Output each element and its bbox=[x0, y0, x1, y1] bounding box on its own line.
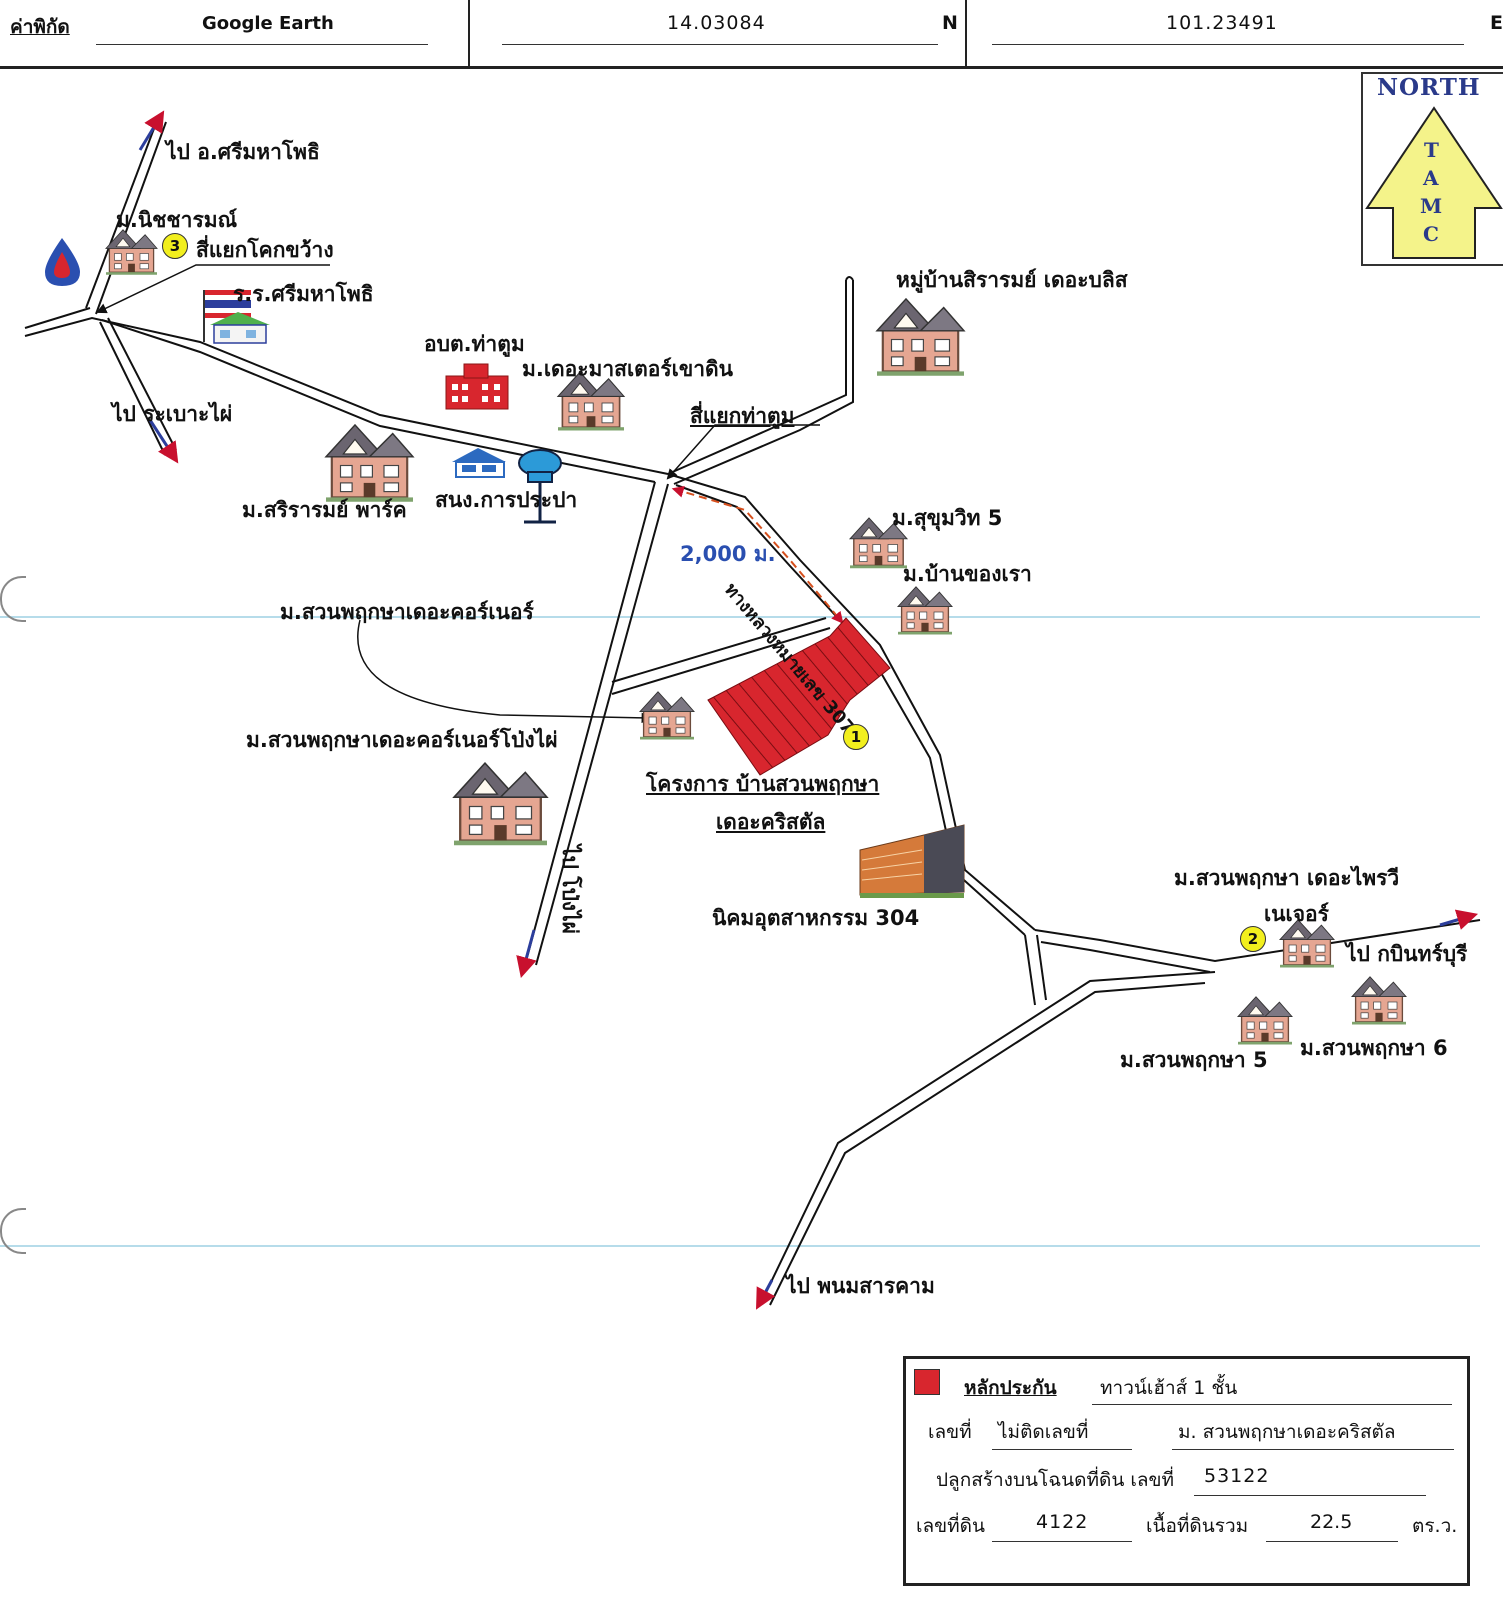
deed-value: 53122 bbox=[1204, 1465, 1270, 1487]
label-the-corner-pong-phai: ม.สวนพฤกษาเดอะคอร์เนอร์โป่งไผ่ bbox=[246, 728, 558, 752]
form-line bbox=[992, 1541, 1132, 1542]
north-arrow-icon bbox=[1365, 106, 1503, 259]
land-no-label: เลขที่ดิน bbox=[916, 1515, 985, 1537]
coord-source: Google Earth bbox=[202, 13, 334, 34]
latitude-direction: N bbox=[942, 12, 958, 34]
school-icon bbox=[203, 290, 270, 344]
area-unit: ตร.ว. bbox=[1412, 1515, 1458, 1537]
label-to-srimahaphot: ไป อ.ศรีมหาโพธิ bbox=[166, 140, 320, 164]
longitude-underline bbox=[992, 44, 1464, 45]
water-office-icon bbox=[452, 448, 506, 478]
house-icon bbox=[897, 586, 953, 636]
label-industrial-estate: นิคมอุตสาหกรรม 304 bbox=[712, 906, 920, 930]
latitude-value: 14.03084 bbox=[667, 12, 766, 34]
collateral-label: หลักประกัน bbox=[964, 1377, 1057, 1399]
marker-1: 1 bbox=[843, 724, 869, 750]
latitude-underline bbox=[502, 44, 938, 45]
house-icon bbox=[875, 297, 966, 377]
label-to-pong-phai: ไป โป่งไผ่ bbox=[558, 845, 582, 934]
coordinate-header: ค่าพิกัด Google Earth 14.03084 N 101.234… bbox=[0, 0, 1503, 69]
north-arrow-box: NORTH T A M C bbox=[1361, 72, 1503, 266]
north-letter: M bbox=[1420, 194, 1443, 218]
deed-label: ปลูกสร้างบนโฉนดที่ดิน เลขที่ bbox=[936, 1469, 1175, 1491]
header-divider bbox=[468, 0, 470, 66]
north-letter: A bbox=[1423, 166, 1439, 190]
scan-line bbox=[0, 1245, 1480, 1247]
label-to-phanom-sarakham: ไป พนมสารคาม bbox=[786, 1274, 935, 1298]
sao-building-icon bbox=[445, 363, 509, 410]
source-underline bbox=[96, 44, 428, 45]
label-sao-tha-tum: อบต.ท่าตูม bbox=[424, 332, 525, 356]
house-no-value: ไม่ติดเลขที่ bbox=[998, 1421, 1089, 1443]
label-nitcharom: ม.นิชชารมณ์ bbox=[116, 208, 238, 232]
label-kok-khwang-junction: สี่แยกโคกขว้าง bbox=[196, 238, 334, 262]
label-the-master: ม.เดอะมาสเตอร์เขาดิน bbox=[522, 357, 734, 381]
water-tower-icon bbox=[518, 449, 562, 524]
plot-swatch bbox=[914, 1369, 940, 1395]
collateral-type: ทาวน์เฮ้าส์ 1 ชั้น bbox=[1100, 1377, 1238, 1399]
longitude-direction: E bbox=[1490, 12, 1503, 34]
gas-station-icon bbox=[45, 238, 80, 286]
label-the-corner: ม.สวนพฤกษาเดอะคอร์เนอร์ bbox=[280, 600, 534, 624]
house-no-label: เลขที่ bbox=[928, 1421, 972, 1443]
village-name: ม. สวนพฤกษาเดอะคริสตัล bbox=[1178, 1421, 1396, 1443]
header-divider bbox=[965, 0, 967, 66]
label-to-kabinburi: ไป กบินทร์บุรี bbox=[1346, 942, 1468, 966]
marker-2: 2 bbox=[1240, 926, 1266, 952]
longitude-value: 101.23491 bbox=[1166, 12, 1278, 34]
label-water-works: สนง.การประปา bbox=[435, 488, 578, 512]
label-private-nature-1: ม.สวนพฤกษา เดอะไพรวี bbox=[1174, 866, 1400, 890]
land-no-value: 4122 bbox=[1036, 1511, 1089, 1533]
label-project-line1: โครงการ บ้านสวนพฤกษา bbox=[646, 772, 880, 796]
north-title: NORTH bbox=[1377, 74, 1481, 101]
label-suanpruksa6: ม.สวนพฤกษา 6 bbox=[1300, 1036, 1448, 1060]
label-distance: 2,000 ม. bbox=[680, 542, 776, 566]
house-icon bbox=[1237, 996, 1293, 1046]
label-to-rabao-phai: ไป ระเบาะไผ่ bbox=[112, 402, 233, 426]
form-line bbox=[1266, 1541, 1398, 1542]
label-school: ร.ร.ศรีมหาโพธิ bbox=[233, 282, 374, 306]
label-sirirom-park: ม.สริรารมย์ พาร์ค bbox=[242, 498, 407, 522]
form-line bbox=[1172, 1449, 1454, 1450]
label-sukhumvit5: ม.สุขุมวิท 5 bbox=[892, 506, 1003, 530]
form-line bbox=[1194, 1495, 1426, 1496]
house-icon bbox=[452, 761, 549, 847]
north-letter: C bbox=[1423, 222, 1439, 246]
house-icon bbox=[324, 423, 415, 503]
label-sirirom-bliss: หมู่บ้านสิรารมย์ เดอะบลิส bbox=[896, 268, 1128, 292]
label-ban-khong-rao: ม.บ้านของเรา bbox=[903, 562, 1032, 586]
form-line bbox=[1092, 1404, 1452, 1405]
collateral-legend: หลักประกัน ทาวน์เฮ้าส์ 1 ชั้น เลขที่ ไม่… bbox=[903, 1356, 1470, 1586]
area-label: เนื้อที่ดินรวม bbox=[1146, 1515, 1249, 1537]
house-icon bbox=[1351, 976, 1407, 1026]
label-project-line2: เดอะคริสตัล bbox=[716, 810, 826, 834]
north-letter: T bbox=[1424, 138, 1439, 162]
form-line bbox=[992, 1449, 1132, 1450]
house-icon bbox=[639, 691, 695, 741]
marker-3: 3 bbox=[162, 233, 188, 259]
factory-icon bbox=[859, 824, 965, 898]
label-tha-tum-junction: สี่แยกท่าตูม bbox=[690, 404, 795, 428]
area-value: 22.5 bbox=[1310, 1511, 1353, 1533]
coord-label: ค่าพิกัด bbox=[10, 16, 70, 38]
label-private-nature-2: เนเจอร์ bbox=[1264, 902, 1329, 926]
label-suanpruksa5: ม.สวนพฤกษา 5 bbox=[1120, 1048, 1268, 1072]
